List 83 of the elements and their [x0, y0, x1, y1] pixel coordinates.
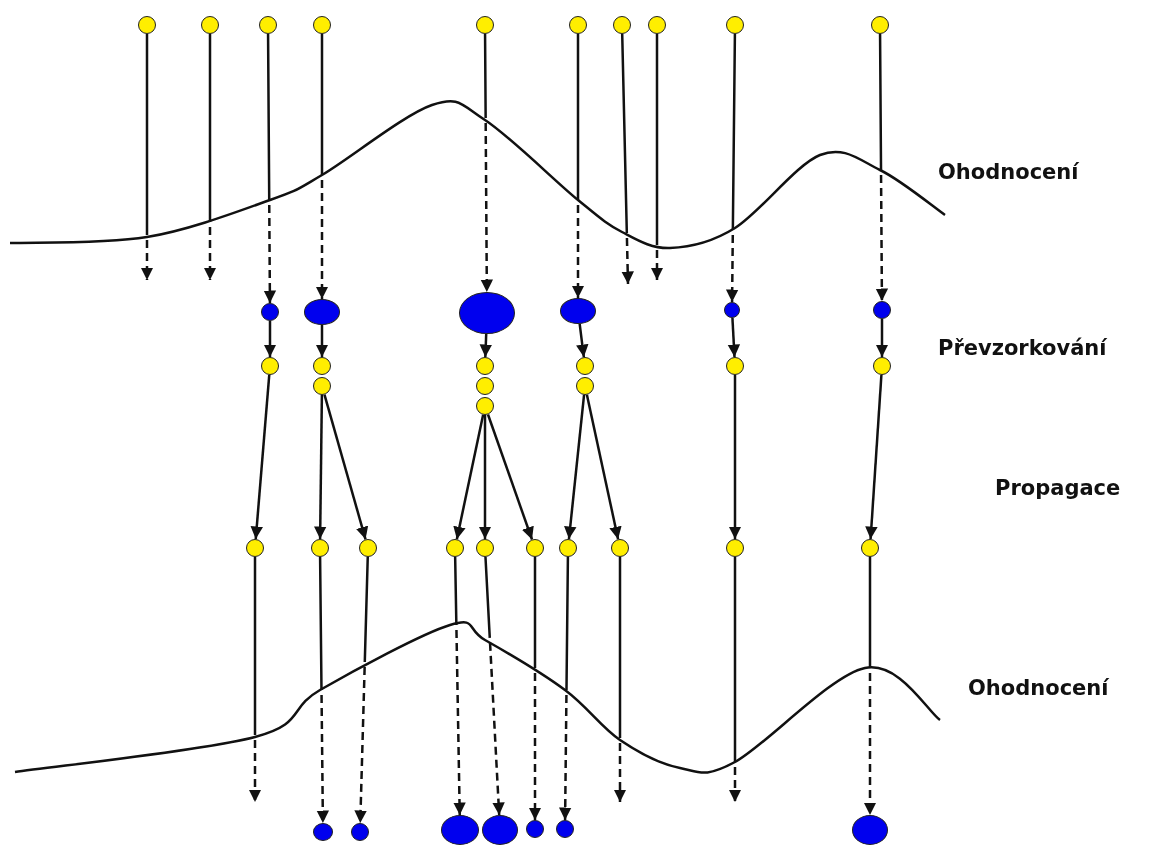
particle: [246, 539, 264, 557]
weighted-particle: [873, 301, 891, 319]
weighted-particle: [556, 820, 574, 838]
particle: [313, 16, 331, 34]
arrow: [585, 394, 622, 540]
arrow: [203, 34, 217, 280]
particle: [871, 16, 889, 34]
arrow: [875, 34, 889, 301]
arrow: [613, 557, 627, 802]
arrow: [315, 325, 329, 357]
particle: [476, 16, 494, 34]
particle: [873, 357, 891, 375]
stage-label: Ohodnocení: [968, 676, 1109, 700]
stage-label: Propagace: [995, 476, 1121, 500]
weighted-particle: [261, 303, 279, 321]
particle: [648, 16, 666, 34]
stage-label: Převzorkování: [938, 336, 1107, 360]
arrow: [453, 414, 485, 540]
particle: [259, 16, 277, 34]
weighted-particle: [313, 823, 333, 841]
arrow: [486, 414, 534, 540]
weighted-particle: [852, 815, 888, 845]
particle: [476, 397, 494, 415]
particle: [261, 357, 279, 375]
arrow: [559, 557, 572, 820]
particle: [726, 16, 744, 34]
arrow: [248, 557, 262, 802]
particle: [201, 16, 219, 34]
arrow: [576, 323, 589, 358]
particle: [359, 539, 377, 557]
particle: [861, 539, 879, 557]
weighted-particle: [459, 292, 515, 334]
particle: [138, 16, 156, 34]
weighted-particle: [482, 815, 518, 845]
particle: [526, 539, 544, 557]
arrow: [480, 34, 493, 292]
arrow: [728, 375, 742, 539]
arrow: [863, 557, 877, 815]
arrow: [315, 34, 329, 299]
particle: [726, 357, 744, 375]
particle: [611, 539, 629, 557]
arrow: [479, 333, 493, 358]
weighted-particle: [441, 815, 479, 845]
particle: [559, 539, 577, 557]
particle: [313, 357, 331, 375]
arrow: [314, 395, 327, 539]
arrow: [478, 415, 492, 539]
particle: [311, 539, 329, 557]
arrow: [528, 557, 542, 820]
particle: [576, 357, 594, 375]
arrow: [354, 556, 369, 824]
arrow: [875, 319, 889, 357]
weighted-particle: [560, 298, 596, 324]
weighted-particle: [526, 820, 544, 838]
arrow: [263, 321, 277, 357]
weighted-particle: [724, 302, 740, 318]
arrow: [620, 33, 634, 285]
particle: [476, 357, 494, 375]
particle: [476, 377, 494, 395]
particle: [576, 377, 594, 395]
arrow: [484, 556, 505, 816]
particle: [726, 539, 744, 557]
stage-label: Ohodnocení: [938, 160, 1079, 184]
arrow: [650, 34, 664, 280]
arrow: [323, 394, 369, 540]
arrow: [453, 556, 466, 816]
arrow: [728, 557, 742, 802]
arrow: [865, 374, 883, 540]
arrow: [564, 394, 586, 540]
arrow: [250, 374, 271, 540]
weighted-particle: [351, 823, 369, 841]
particle: [569, 16, 587, 34]
particle: [313, 377, 331, 395]
arrow: [571, 34, 585, 298]
particle: [476, 539, 494, 557]
particle: [446, 539, 464, 557]
particle: [613, 16, 631, 34]
weighted-particle: [304, 299, 340, 325]
arrow: [725, 34, 739, 302]
arrow: [140, 34, 154, 280]
arrow: [263, 34, 277, 303]
arrow: [727, 317, 741, 358]
arrow: [316, 557, 329, 823]
